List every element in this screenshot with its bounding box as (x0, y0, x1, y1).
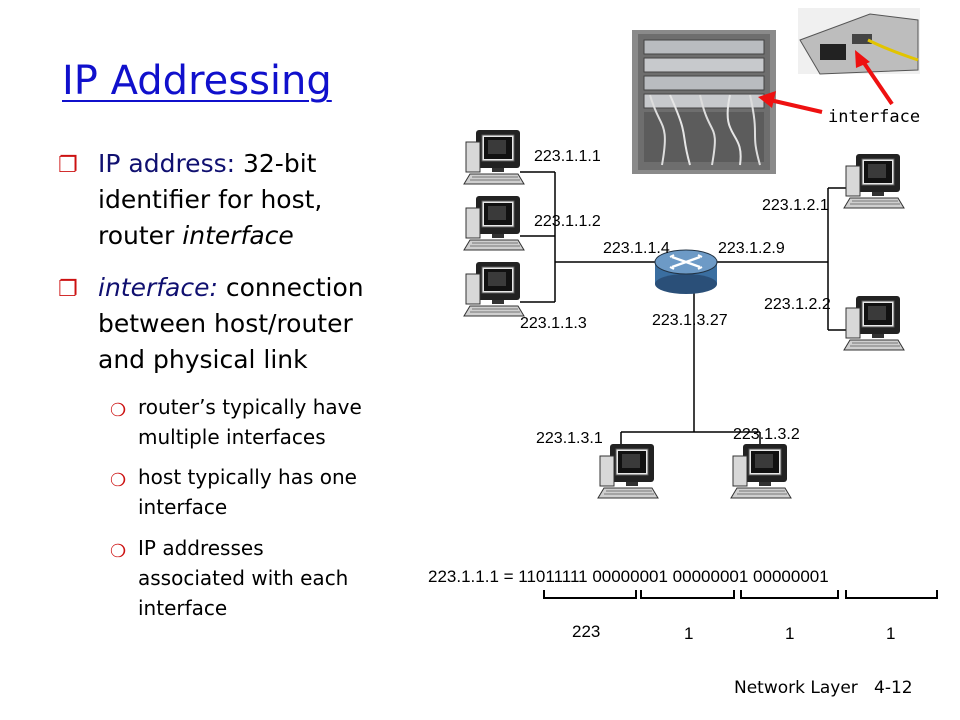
text: between host/router (98, 309, 353, 338)
text: associated with each (138, 566, 349, 590)
ip-label-host: 223.1.1.1 (534, 148, 601, 165)
host-computer-icon (843, 295, 905, 351)
octet-value: 223 (572, 622, 601, 641)
octet-value: 1 (785, 624, 795, 643)
text: interface (138, 495, 228, 519)
term-interface: interface: (98, 273, 218, 302)
octet-value: 1 (886, 624, 896, 643)
host-computer-icon (463, 195, 525, 251)
binary-address-line: 223.1.1.1 = 11011111 00000001 00000001 0… (428, 567, 829, 586)
term-ip-address: IP address: (98, 149, 236, 178)
interface-arrow-icon (758, 50, 894, 114)
term-interface: interface (182, 221, 294, 250)
host-computer-icon (730, 443, 792, 499)
text: and physical link (98, 345, 308, 374)
ip-label-host: 223.1.1.2 (534, 213, 601, 230)
ip-label-host: 223.1.2.2 (764, 296, 831, 313)
ip-label-host: 223.1.3.1 (536, 430, 603, 447)
page-number: 4-12 (874, 678, 913, 698)
text: 32-bit (243, 149, 317, 178)
text: identifier for host, (98, 185, 323, 214)
octet-value: 1 (684, 624, 694, 643)
bullet-ip-address: ❐ IP address: 32-bit identifier for host… (58, 146, 323, 254)
text: multiple interfaces (138, 425, 326, 449)
subbullet-marker-icon: ❍ (110, 470, 127, 491)
ip-label-router: 223.1.2.9 (718, 240, 785, 257)
ip-label-router: 223.1.1.4 (603, 240, 670, 257)
text: IP addresses (138, 536, 264, 560)
text: connection (225, 273, 364, 302)
text: interface (138, 596, 228, 620)
host-computer-icon (463, 129, 525, 185)
slide-title: IP Addressing (62, 58, 332, 104)
network-links (520, 171, 850, 462)
octet-brackets (543, 590, 938, 599)
interface-callout-label: interface (828, 107, 921, 127)
text: host typically has one (138, 465, 357, 489)
text: router’s typically have (138, 395, 362, 419)
ip-label-host: 223.1.1.3 (520, 315, 587, 332)
subbullet-router: ❍ router’s typically have multiple inter… (110, 392, 362, 452)
subbullet-addresses: ❍ IP addresses associated with each inte… (110, 533, 349, 623)
host-computer-icon (463, 261, 525, 317)
host-computer-icon (597, 443, 659, 499)
text: router (98, 221, 175, 250)
subbullet-marker-icon: ❍ (110, 541, 127, 562)
ip-label-host: 223.1.2.1 (762, 197, 829, 214)
ip-label-router: 223.1.3.27 (652, 312, 728, 329)
bullet-interface: ❐ interface: connection between host/rou… (58, 270, 364, 378)
footer-section: Network Layer (734, 678, 858, 698)
host-computer-icon (843, 153, 905, 209)
laptop-port-photo (798, 8, 920, 75)
slide-footer: Network Layer 4-12 (734, 678, 913, 698)
router-rack-photo (632, 30, 776, 174)
subbullet-marker-icon: ❍ (110, 400, 127, 421)
subbullet-host: ❍ host typically has one interface (110, 462, 357, 522)
router-icon (654, 249, 718, 294)
ip-label-host: 223.1.3.2 (733, 426, 800, 443)
